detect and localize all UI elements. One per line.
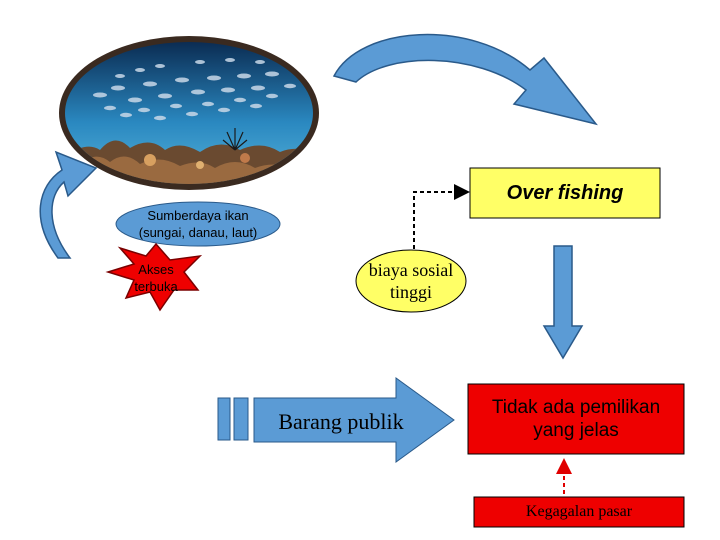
barang-publik-arrow-shape	[253, 377, 455, 463]
sumberdaya-label: Sumberdaya ikan (sungai, danau, laut)	[116, 202, 280, 246]
sumberdaya-line2: (sungai, danau, laut)	[138, 225, 258, 240]
curved-arrow-top-icon	[332, 33, 598, 126]
over-fishing-text: Over fishing	[506, 181, 624, 204]
kegagalan-pasar-label: Kegagalan pasar	[474, 497, 684, 527]
akses-starburst-shape	[105, 242, 203, 312]
barang-publik-label: Barang publik	[260, 398, 422, 446]
bar-right-shape	[233, 397, 249, 441]
sumberdaya-ellipse	[115, 201, 281, 247]
biaya-ellipse	[355, 249, 467, 313]
bar-left-shape	[217, 397, 231, 441]
curved-arrow-left-icon	[39, 150, 98, 259]
barang-publik-text: Barang publik	[278, 409, 404, 434]
kegagalan-pasar-box	[473, 496, 685, 528]
akses-line2: terbuka	[134, 279, 178, 294]
over-fishing-box	[469, 167, 661, 219]
tidak-line2: yang jelas	[533, 420, 619, 441]
tidak-ada-pemilikan-label: Tidak ada pemilikan yang jelas	[468, 384, 684, 454]
sumberdaya-line1: Sumberdaya ikan	[147, 208, 249, 223]
biaya-sosial-label: biaya sosial tinggi	[356, 250, 466, 312]
dashed-connector-arrow	[413, 184, 470, 256]
tidak-line1: Tidak ada pemilikan	[491, 397, 661, 418]
akses-terbuka-label: Akses terbuka	[118, 258, 194, 298]
biaya-line1: biaya sosial	[368, 260, 454, 280]
fish-school-icon	[93, 58, 296, 121]
fish-photo-ellipse	[59, 36, 319, 190]
tidak-ada-pemilikan-box	[467, 383, 685, 455]
kegagalan-pasar-text: Kegagalan pasar	[525, 503, 633, 520]
over-fishing-label: Over fishing	[470, 168, 660, 218]
biaya-line2: tinggi	[389, 282, 432, 302]
akses-line1: Akses	[138, 262, 174, 277]
down-arrow-icon	[542, 245, 584, 360]
